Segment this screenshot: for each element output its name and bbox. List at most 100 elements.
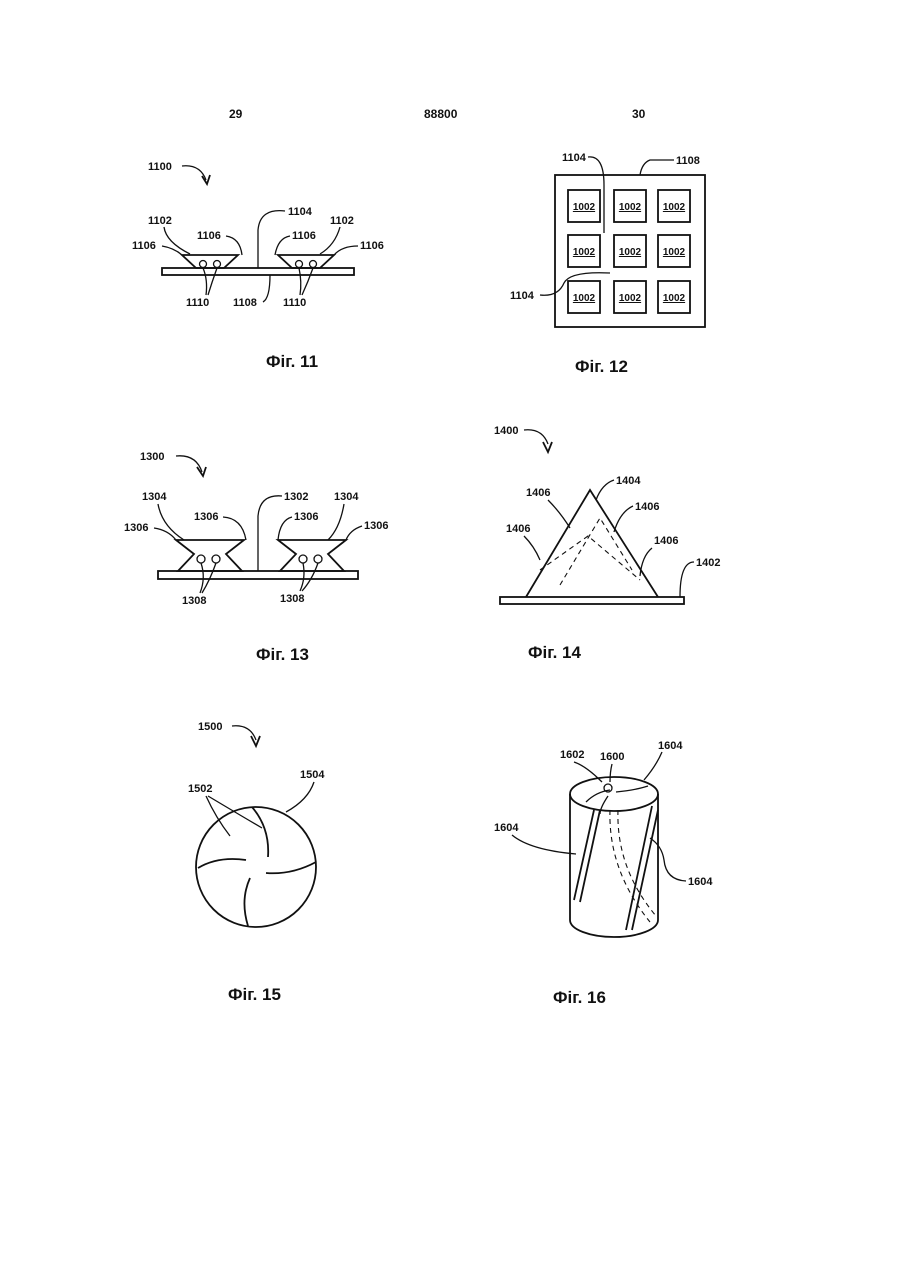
figure-14: 1400 1404 1406 1406 1406 1406 1402 bbox=[490, 420, 750, 625]
hidden-groove-2 bbox=[618, 810, 656, 916]
ref-1110-left: 1110 bbox=[186, 297, 209, 309]
figure-13: 1300 1304 1304 1302 1306 1306 1306 1306 … bbox=[120, 440, 380, 620]
cup-right bbox=[278, 255, 334, 268]
ref-1308-left: 1308 bbox=[182, 595, 206, 607]
ref-1106-c: 1106 bbox=[292, 230, 316, 242]
ref-1406-a: 1406 bbox=[526, 487, 550, 499]
caption-fig-14: Фіг. 14 bbox=[528, 643, 581, 663]
caption-fig-12: Фіг. 12 bbox=[575, 357, 628, 377]
caption-fig-16: Фіг. 16 bbox=[553, 988, 606, 1008]
cylinder-body bbox=[570, 794, 658, 937]
leader bbox=[275, 236, 290, 255]
page-number-left: 29 bbox=[229, 107, 242, 121]
ref-1402: 1402 bbox=[696, 557, 720, 569]
ref-1304-right: 1304 bbox=[334, 491, 359, 503]
leader bbox=[278, 517, 292, 540]
leader bbox=[258, 211, 285, 268]
leader bbox=[223, 517, 246, 540]
cell-label-1002: 1002 bbox=[619, 247, 642, 258]
ref-1100: 1100 bbox=[148, 161, 172, 173]
blade-2 bbox=[266, 862, 316, 873]
ref-1104-bottom: 1104 bbox=[510, 290, 535, 302]
cell-label-1002: 1002 bbox=[573, 293, 596, 304]
leader bbox=[200, 563, 216, 593]
ref-1306-b: 1306 bbox=[194, 511, 218, 523]
leader bbox=[650, 838, 686, 881]
leader-1400 bbox=[524, 430, 548, 444]
dashed-inner-right bbox=[560, 518, 632, 585]
page-number-right: 30 bbox=[632, 107, 645, 121]
figure-15: 1500 1502 1504 bbox=[170, 710, 350, 945]
substrate bbox=[158, 571, 358, 579]
figure-12: 100210021002100210021002100210021002 110… bbox=[500, 145, 730, 340]
patent-number: 88800 bbox=[424, 107, 457, 121]
blade-1 bbox=[252, 807, 268, 857]
ref-1602: 1602 bbox=[560, 749, 584, 761]
leader bbox=[203, 268, 217, 295]
leader bbox=[320, 227, 340, 254]
ref-1404: 1404 bbox=[616, 475, 641, 487]
leader bbox=[299, 268, 313, 295]
led-right-1 bbox=[296, 261, 303, 268]
ref-1604-right: 1604 bbox=[688, 876, 713, 888]
cell-grid: 100210021002100210021002100210021002 bbox=[568, 190, 690, 313]
leader bbox=[610, 764, 612, 782]
leader bbox=[596, 480, 614, 500]
led-right-2 bbox=[314, 555, 322, 563]
cell-label-1002: 1002 bbox=[663, 247, 686, 258]
ref-1304-left: 1304 bbox=[142, 491, 167, 503]
groove-left bbox=[574, 810, 600, 902]
ref-1104: 1104 bbox=[288, 206, 313, 218]
caption-fig-15: Фіг. 15 bbox=[228, 985, 281, 1005]
cup-left bbox=[176, 540, 244, 571]
ref-1406-c: 1406 bbox=[506, 523, 530, 535]
leader bbox=[524, 536, 540, 560]
led-left-2 bbox=[214, 261, 221, 268]
leader bbox=[346, 526, 362, 540]
ref-1108: 1108 bbox=[233, 297, 257, 309]
cell-label-1002: 1002 bbox=[663, 293, 686, 304]
leader bbox=[206, 796, 262, 836]
leader bbox=[614, 506, 633, 532]
ref-1300: 1300 bbox=[140, 451, 164, 463]
blade-4 bbox=[198, 859, 246, 868]
leader bbox=[164, 227, 190, 254]
ref-1106-a: 1106 bbox=[132, 240, 156, 252]
leader bbox=[328, 504, 344, 540]
ref-1600: 1600 bbox=[600, 751, 624, 763]
led-left-2 bbox=[212, 555, 220, 563]
ref-1102-right: 1102 bbox=[330, 215, 354, 227]
leader bbox=[512, 835, 576, 854]
ref-1308-right: 1308 bbox=[280, 593, 304, 605]
ref-1302: 1302 bbox=[284, 491, 308, 503]
leader bbox=[334, 246, 358, 255]
ref-1104-top: 1104 bbox=[562, 152, 587, 164]
cell-label-1002: 1002 bbox=[573, 202, 596, 213]
cell-label-1002: 1002 bbox=[663, 202, 686, 213]
figure-16: 1602 1600 1604 1604 1604 bbox=[490, 730, 730, 950]
led-left-1 bbox=[200, 261, 207, 268]
leader bbox=[300, 563, 318, 591]
leader bbox=[263, 275, 270, 302]
ref-1306-a: 1306 bbox=[124, 522, 148, 534]
caption-fig-11: Фіг. 11 bbox=[266, 352, 318, 372]
led-right-1 bbox=[299, 555, 307, 563]
leader bbox=[226, 236, 242, 255]
leader bbox=[154, 528, 176, 540]
ref-1102-left: 1102 bbox=[148, 215, 172, 227]
ref-1406-d: 1406 bbox=[654, 535, 678, 547]
cell-label-1002: 1002 bbox=[619, 293, 642, 304]
cup-right bbox=[278, 540, 346, 571]
ref-1110-right: 1110 bbox=[283, 297, 306, 309]
figure-11: 1100 1102 1102 1104 1106 1106 1106 1106 … bbox=[120, 150, 380, 325]
led-right-2 bbox=[310, 261, 317, 268]
leader bbox=[286, 782, 314, 812]
cylinder-top bbox=[570, 777, 658, 811]
ref-1502: 1502 bbox=[188, 783, 212, 795]
ref-1106-d: 1106 bbox=[360, 240, 384, 252]
ref-1306-d: 1306 bbox=[364, 520, 388, 532]
ref-1604-top: 1604 bbox=[658, 740, 683, 752]
ref-1604-left: 1604 bbox=[494, 822, 519, 834]
caption-fig-13: Фіг. 13 bbox=[256, 645, 309, 665]
cell-label-1002: 1002 bbox=[573, 247, 596, 258]
